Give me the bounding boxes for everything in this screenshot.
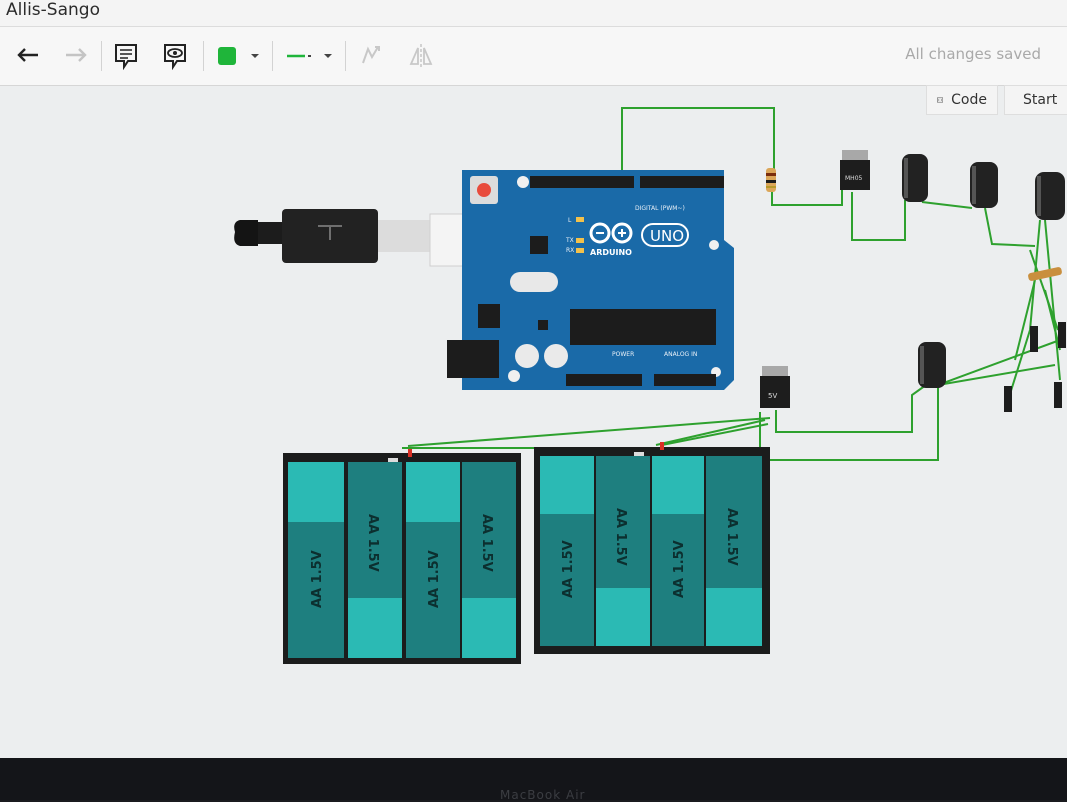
redo-icon [66, 48, 87, 62]
resistor[interactable] [1028, 267, 1063, 282]
arduino-model: UNO [650, 227, 684, 245]
rotate-button[interactable] [354, 39, 388, 73]
led-l-label: L [568, 217, 572, 224]
digital-label: DIGITAL (PWM~) [635, 205, 685, 212]
start-simulation-button[interactable]: Start [1004, 85, 1067, 115]
toolbar: All changes saved [0, 27, 1067, 86]
save-status: All changes saved [905, 45, 1041, 63]
start-button-label: Start [1023, 92, 1058, 108]
undo-icon [17, 48, 38, 62]
toolbar-divider [345, 41, 346, 71]
window-title: Allis-Sango [6, 0, 100, 20]
chevron-down-icon [324, 54, 332, 58]
voltage-regulator-top[interactable]: MH05 [840, 150, 870, 190]
wire-style-picker[interactable] [282, 39, 316, 73]
battery-cell-label: AA 1.5V [672, 540, 687, 598]
power-label: POWER [612, 351, 634, 358]
battery-cell-label: AA 1.5V [613, 508, 628, 566]
toolbar-divider [272, 41, 273, 71]
regulator-mid-label: 5V [768, 392, 777, 400]
regulator-top-label: MH05 [845, 175, 863, 182]
led-rx-label: RX [566, 247, 574, 254]
capacitor[interactable] [970, 162, 998, 208]
toolbar-divider [101, 41, 102, 71]
redo-button[interactable] [58, 39, 92, 73]
notes-toggle-button[interactable] [158, 39, 192, 73]
eye-note-icon [164, 44, 186, 70]
diode[interactable] [1004, 322, 1066, 412]
arduino-uno-board[interactable]: DIGITAL (PWM~) L TX RX ARDUINO UNO POWER… [447, 170, 734, 390]
fill-color-picker[interactable] [210, 39, 244, 73]
battery-cell-label: AA 1.5V [724, 508, 739, 566]
resistor[interactable] [766, 168, 776, 192]
battery-cell-label: AA 1.5V [427, 550, 442, 608]
battery-pack-left[interactable]: AA 1.5V AA 1.5V AA 1.5V AA 1.5V [283, 449, 521, 664]
led-tx-label: TX [565, 237, 574, 244]
code-button[interactable]: Code [926, 85, 998, 115]
fill-color-dropdown[interactable] [243, 39, 267, 73]
wires [402, 107, 1061, 461]
battery-pack-right[interactable]: AA 1.5V AA 1.5V AA 1.5V AA 1.5V [534, 442, 770, 654]
battery-cell-label: AA 1.5V [310, 550, 325, 608]
screen: Allis-Sango [0, 0, 1067, 758]
code-button-label: Code [951, 92, 987, 108]
battery-cell-label: AA 1.5V [561, 540, 576, 598]
fill-color-swatch [218, 47, 236, 65]
line-style-icon [287, 54, 311, 58]
laptop-bezel: MacBook Air [0, 758, 1067, 802]
analog-label: ANALOG IN [664, 351, 697, 358]
code-icon [937, 97, 944, 103]
circuit-canvas[interactable]: DIGITAL (PWM~) L TX RX ARDUINO UNO POWER… [0, 86, 1067, 758]
toolbar-divider [203, 41, 204, 71]
voltage-regulator-5v[interactable]: 5V [760, 366, 790, 408]
capacitor[interactable] [902, 154, 928, 202]
laptop-brand: MacBook Air [500, 788, 586, 802]
capacitor[interactable] [1035, 172, 1065, 220]
chevron-down-icon [251, 54, 259, 58]
title-bar: Allis-Sango [0, 0, 1067, 27]
flip-button[interactable] [404, 39, 438, 73]
note-button[interactable] [109, 39, 143, 73]
undo-button[interactable] [12, 39, 46, 73]
note-icon [115, 44, 137, 70]
battery-cell-label: AA 1.5V [479, 514, 494, 572]
rotate-icon [362, 46, 380, 64]
usb-cable[interactable] [234, 209, 501, 267]
arduino-brand: ARDUINO [590, 248, 632, 257]
battery-cell-label: AA 1.5V [365, 514, 380, 572]
flip-icon [409, 44, 433, 68]
wire-style-dropdown[interactable] [316, 39, 340, 73]
capacitor[interactable] [918, 342, 946, 388]
